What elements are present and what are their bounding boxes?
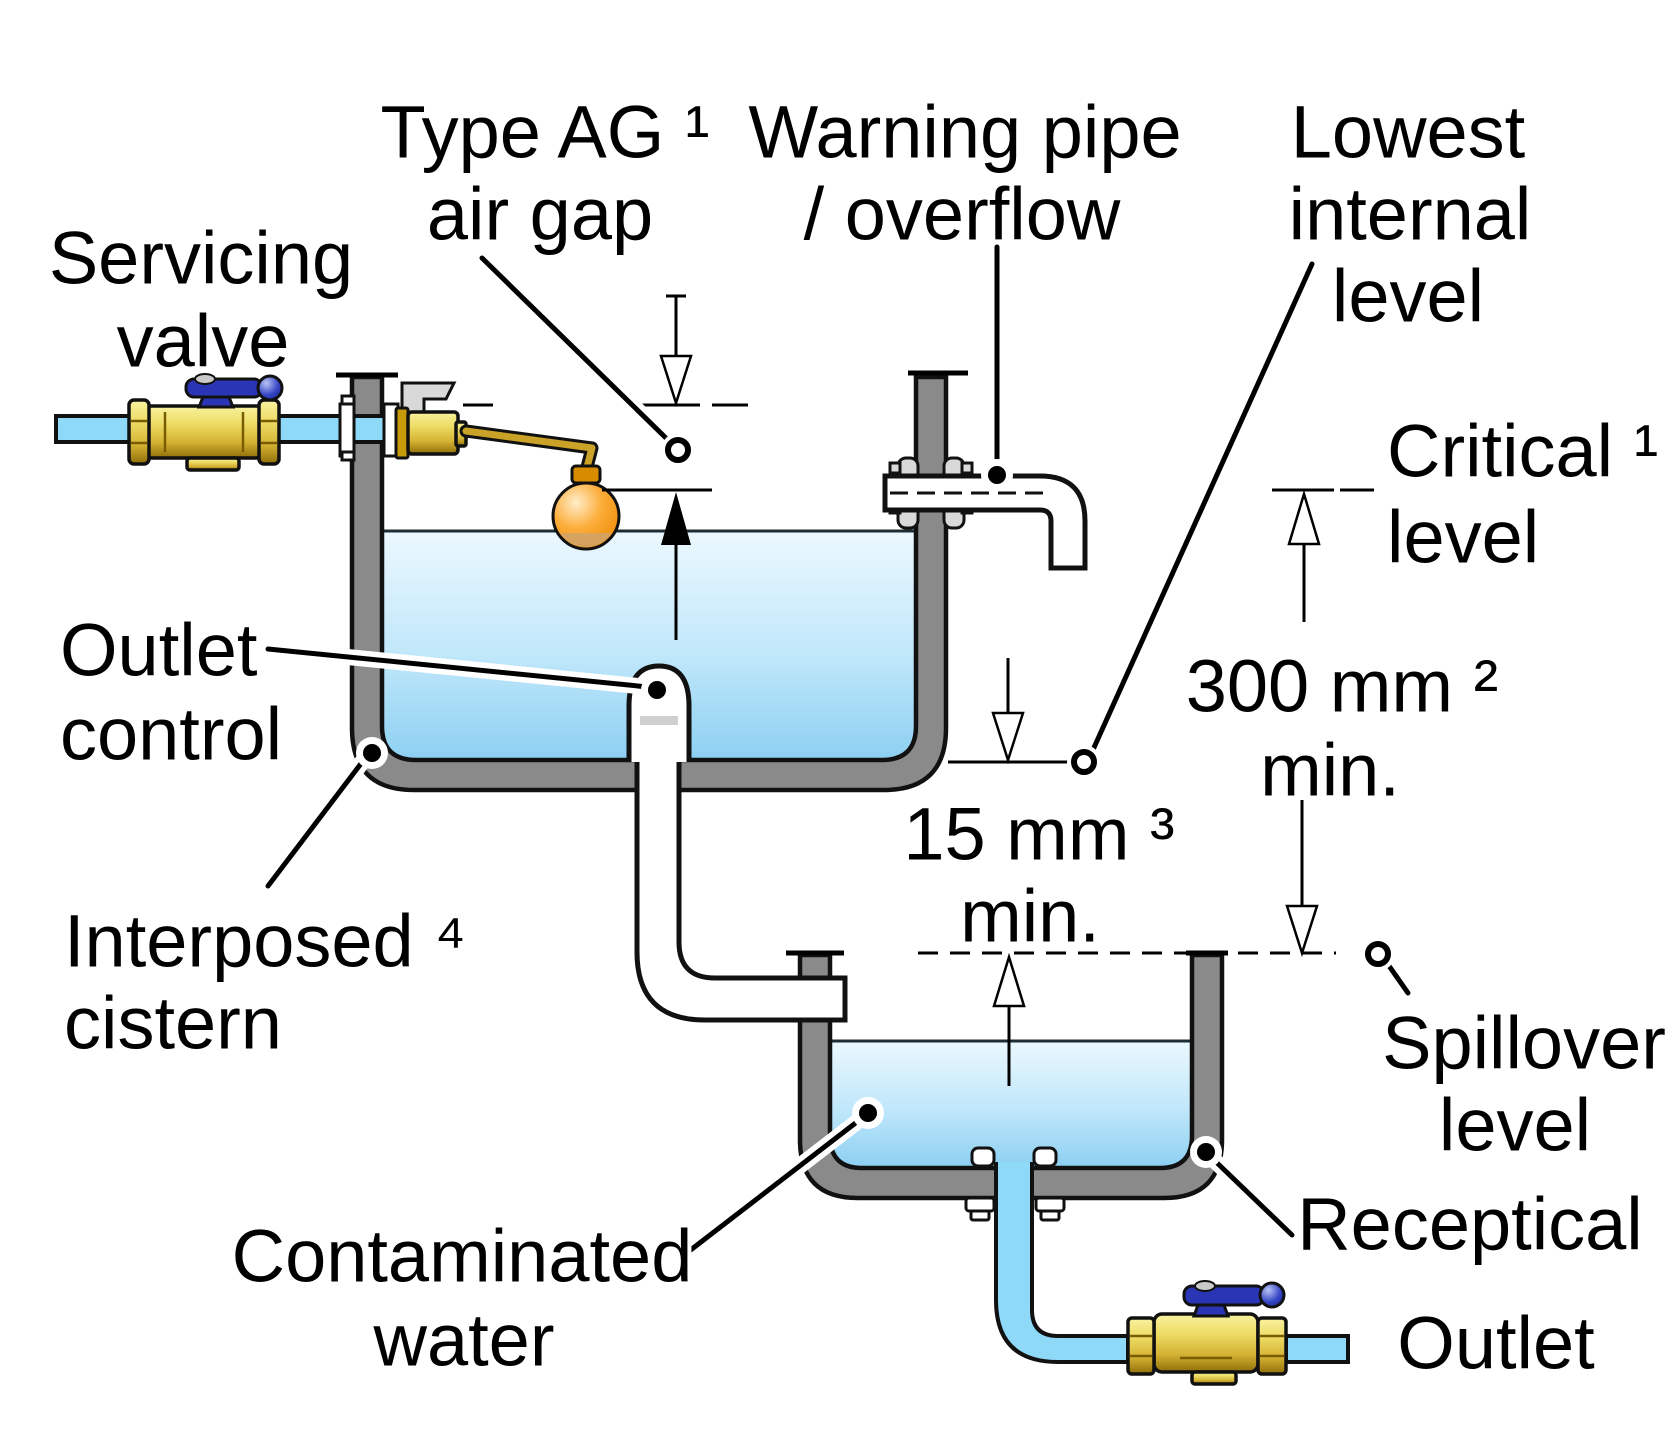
drain-nut-small: [969, 1209, 991, 1222]
label-interposed-line1: Interposed ⁴: [64, 900, 466, 983]
label-contaminated-line2: water: [373, 1299, 555, 1382]
receptacle-outlet-assembly: [964, 1146, 1350, 1386]
label-spillover-line2: level: [1439, 1084, 1591, 1167]
down-arrow-icon: [659, 354, 693, 408]
leader-outlet-control: [265, 646, 651, 690]
servicing-valve-body: [141, 404, 267, 460]
label-critical-line1: Critical ¹: [1387, 410, 1658, 493]
label-spillover-line1: Spillover: [1382, 1002, 1666, 1085]
outlet-valve-body: [1152, 1312, 1260, 1374]
drain-pipe: [994, 1162, 1130, 1364]
down-arrow-icon: [991, 711, 1025, 765]
float-ball-submerged: [560, 533, 612, 547]
spillover-ring-marker: [1365, 941, 1391, 967]
float-valve-bracket: [400, 381, 457, 414]
label-outlet: Outlet: [1397, 1302, 1595, 1385]
down-arrow-icon: [1285, 904, 1319, 958]
label-15mm-line2: min.: [960, 875, 1100, 958]
label-critical-line2: level: [1387, 496, 1539, 579]
leader-spillover-level: [1384, 960, 1411, 996]
labels: Type AG ¹ air gap Warning pipe / overflo…: [45, 87, 1670, 1389]
servicing-valve-left-nut: [127, 398, 151, 466]
label-300mm-line2: min.: [1260, 729, 1400, 812]
float-arm: [462, 427, 596, 475]
leader-interposed-cistern: [265, 754, 369, 889]
drain-flange-cap: [970, 1146, 996, 1168]
flange-bolt: [960, 461, 974, 475]
float-valve-backnut: [394, 406, 410, 460]
fifteen-mm-dimension: [948, 658, 1070, 1086]
handle-screw: [194, 373, 216, 385]
contaminated-dot-marker: [859, 1104, 877, 1122]
flange-bolt: [888, 461, 902, 475]
outlet-valve-handle-stem: [1191, 1303, 1231, 1318]
leader-lowest-internal: [1089, 261, 1315, 755]
lower-cistern-water: [830, 1040, 1192, 1168]
drain-flange-cap: [1032, 1146, 1058, 1168]
up-arrow-icon: [661, 492, 691, 545]
float-valve-body: [406, 410, 460, 456]
receptacle-cistern-wall: [797, 952, 1225, 1201]
outlet-pipe: [1284, 1334, 1350, 1364]
leader-type-ag: [479, 255, 671, 443]
leader-contaminated-water: [685, 1115, 865, 1255]
label-warning-pipe-line2: / overflow: [804, 173, 1121, 256]
label-servicing-line2: valve: [117, 300, 290, 383]
label-lowest-line1: Lowest: [1291, 91, 1526, 174]
drain-nut: [1034, 1196, 1066, 1213]
float-valve-assembly: [394, 381, 621, 551]
float-connector: [570, 464, 602, 485]
label-lowest-line3: level: [1332, 255, 1484, 338]
collar-tab: [340, 450, 356, 462]
label-warning-pipe-line1: Warning pipe: [748, 91, 1181, 174]
critical-level-dimension: [1272, 488, 1374, 958]
label-outlet-control-line2: control: [60, 693, 282, 776]
label-type-ag-line2: air gap: [427, 173, 653, 256]
air-gap-dimension: [463, 294, 748, 640]
leader-receptical: [1210, 1156, 1295, 1238]
warning-pipe-assembly: [882, 456, 1088, 571]
label-300mm-line1: 300 mm ²: [1186, 645, 1499, 728]
interposed-cistern-wall: [349, 374, 949, 793]
label-lowest-line2: internal: [1289, 173, 1532, 256]
handle-screw: [1194, 1280, 1216, 1292]
label-servicing-line1: Servicing: [49, 217, 353, 300]
air-gap-ring-marker: [665, 437, 691, 463]
outlet-control-dot-marker: [648, 681, 666, 699]
label-interposed-line2: cistern: [64, 982, 282, 1065]
interposed-dot-marker: [363, 744, 381, 762]
float-ball: [551, 481, 621, 551]
drain-nut: [964, 1196, 996, 1213]
outlet-valve-left-nut: [1126, 1316, 1156, 1376]
label-contaminated-line1: Contaminated: [232, 1215, 693, 1298]
drain-nut-small: [1039, 1209, 1061, 1222]
wall-collar-outer: [338, 402, 356, 458]
outlet-valve-right-nut: [1256, 1316, 1288, 1376]
servicing-valve-drain-nut: [185, 456, 241, 472]
up-arrow-icon: [992, 952, 1026, 1008]
warning-pipe-dot-marker: [988, 466, 1006, 484]
leader-lines: [260, 239, 1416, 1260]
outlet-valve-handle-ball: [1258, 1281, 1286, 1309]
servicing-valve-right-nut: [257, 398, 281, 466]
warning-pipe: [882, 473, 1088, 571]
label-receptical: Receptical: [1297, 1183, 1643, 1266]
discharge-pipe: [634, 756, 848, 1023]
lowest-level-ring-marker: [1071, 749, 1097, 775]
up-arrow-icon: [1287, 489, 1321, 546]
collar-tab: [340, 394, 356, 406]
servicing-valve-handle-ball: [256, 374, 284, 402]
outlet-valve-drain-nut: [1190, 1370, 1238, 1386]
servicing-valve-assembly: [54, 373, 400, 472]
label-type-ag-line1: Type AG ¹: [380, 91, 709, 174]
outlet-pipe-joint: [640, 716, 678, 725]
label-outlet-control-line1: Outlet: [60, 609, 258, 692]
label-15mm-line1: 15 mm ³: [903, 793, 1174, 876]
receptical-dot-marker: [1197, 1143, 1215, 1161]
